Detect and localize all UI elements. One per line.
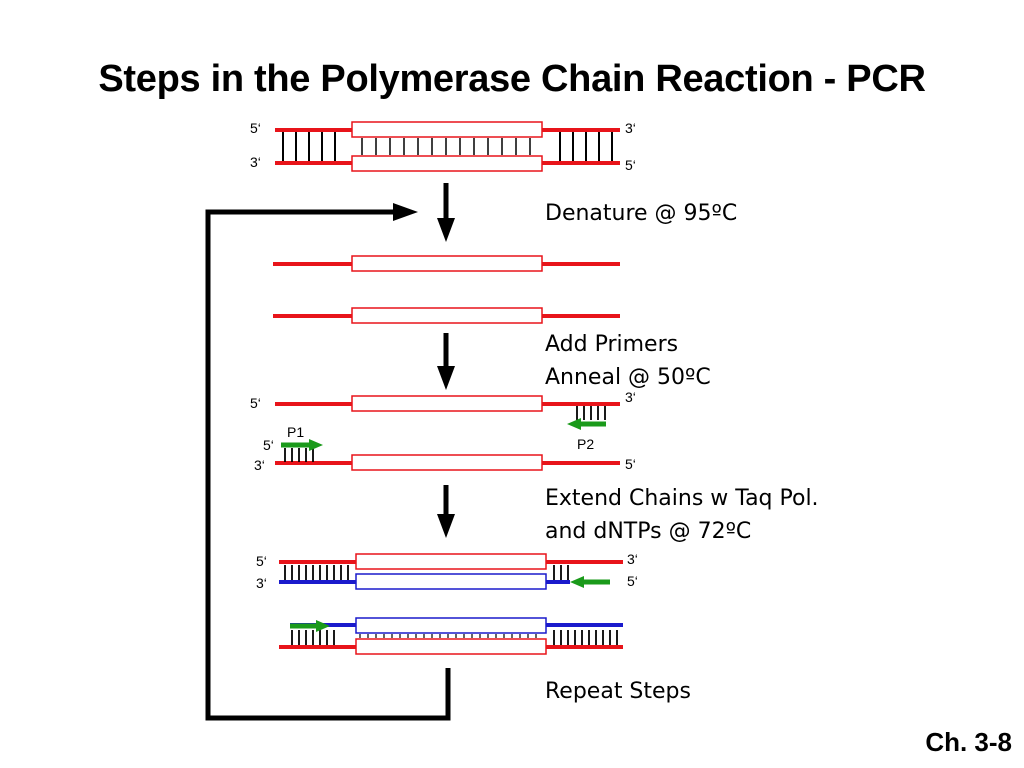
denatured-strands bbox=[273, 255, 620, 324]
step-down-arrow bbox=[437, 183, 455, 242]
primer-arrow bbox=[570, 576, 610, 588]
primer-p2-arrow bbox=[567, 418, 606, 430]
step-denature: Denature @ 95ºC bbox=[545, 201, 738, 226]
primer-p1-label: P1 bbox=[287, 424, 304, 440]
three-prime-label: 3‘ bbox=[254, 457, 265, 473]
five-prime-label: 5‘ bbox=[263, 437, 274, 453]
three-prime-label: 3‘ bbox=[250, 154, 261, 170]
step-down-arrow bbox=[437, 333, 455, 390]
three-prime-label: 3‘ bbox=[627, 551, 638, 567]
slide-title: Steps in the Polymerase Chain Reaction -… bbox=[98, 58, 926, 100]
step-down-arrow bbox=[437, 485, 455, 538]
five-prime-label: 5‘ bbox=[625, 157, 636, 173]
step-extend-conditions: and dNTPs @ 72ºC bbox=[545, 519, 752, 544]
primer-p2-label: P2 bbox=[577, 436, 594, 452]
three-prime-label: 3‘ bbox=[625, 120, 636, 136]
repeat-loop-arrow bbox=[205, 203, 451, 721]
step-extend: Extend Chains w Taq Pol. bbox=[545, 486, 819, 511]
three-prime-label: 3‘ bbox=[625, 389, 636, 405]
primer-p1-arrow bbox=[281, 439, 323, 451]
step-repeat: Repeat Steps bbox=[545, 679, 691, 704]
five-prime-label: 5‘ bbox=[256, 553, 267, 569]
annealed-strands: 5‘ P1 5‘ 3‘ 3‘ P2 5‘ bbox=[250, 389, 636, 473]
five-prime-label: 5‘ bbox=[625, 456, 636, 472]
extended-dna-pair-2 bbox=[279, 617, 623, 655]
slide-number: Ch. 3-8 bbox=[925, 727, 1012, 757]
double-stranded-dna: 5‘ 3‘ 3‘ 5‘ bbox=[250, 120, 636, 173]
three-prime-label: 3‘ bbox=[256, 575, 267, 591]
step-anneal: Anneal @ 50ºC bbox=[545, 365, 711, 390]
five-prime-label: 5‘ bbox=[250, 395, 261, 411]
step-add-primers: Add Primers bbox=[545, 332, 679, 357]
five-prime-label: 5‘ bbox=[250, 120, 261, 136]
primer-arrow bbox=[290, 620, 330, 632]
five-prime-label: 5‘ bbox=[627, 573, 638, 589]
extended-dna-pair-1: 5‘ 3‘ 3‘ 5‘ bbox=[256, 551, 638, 591]
